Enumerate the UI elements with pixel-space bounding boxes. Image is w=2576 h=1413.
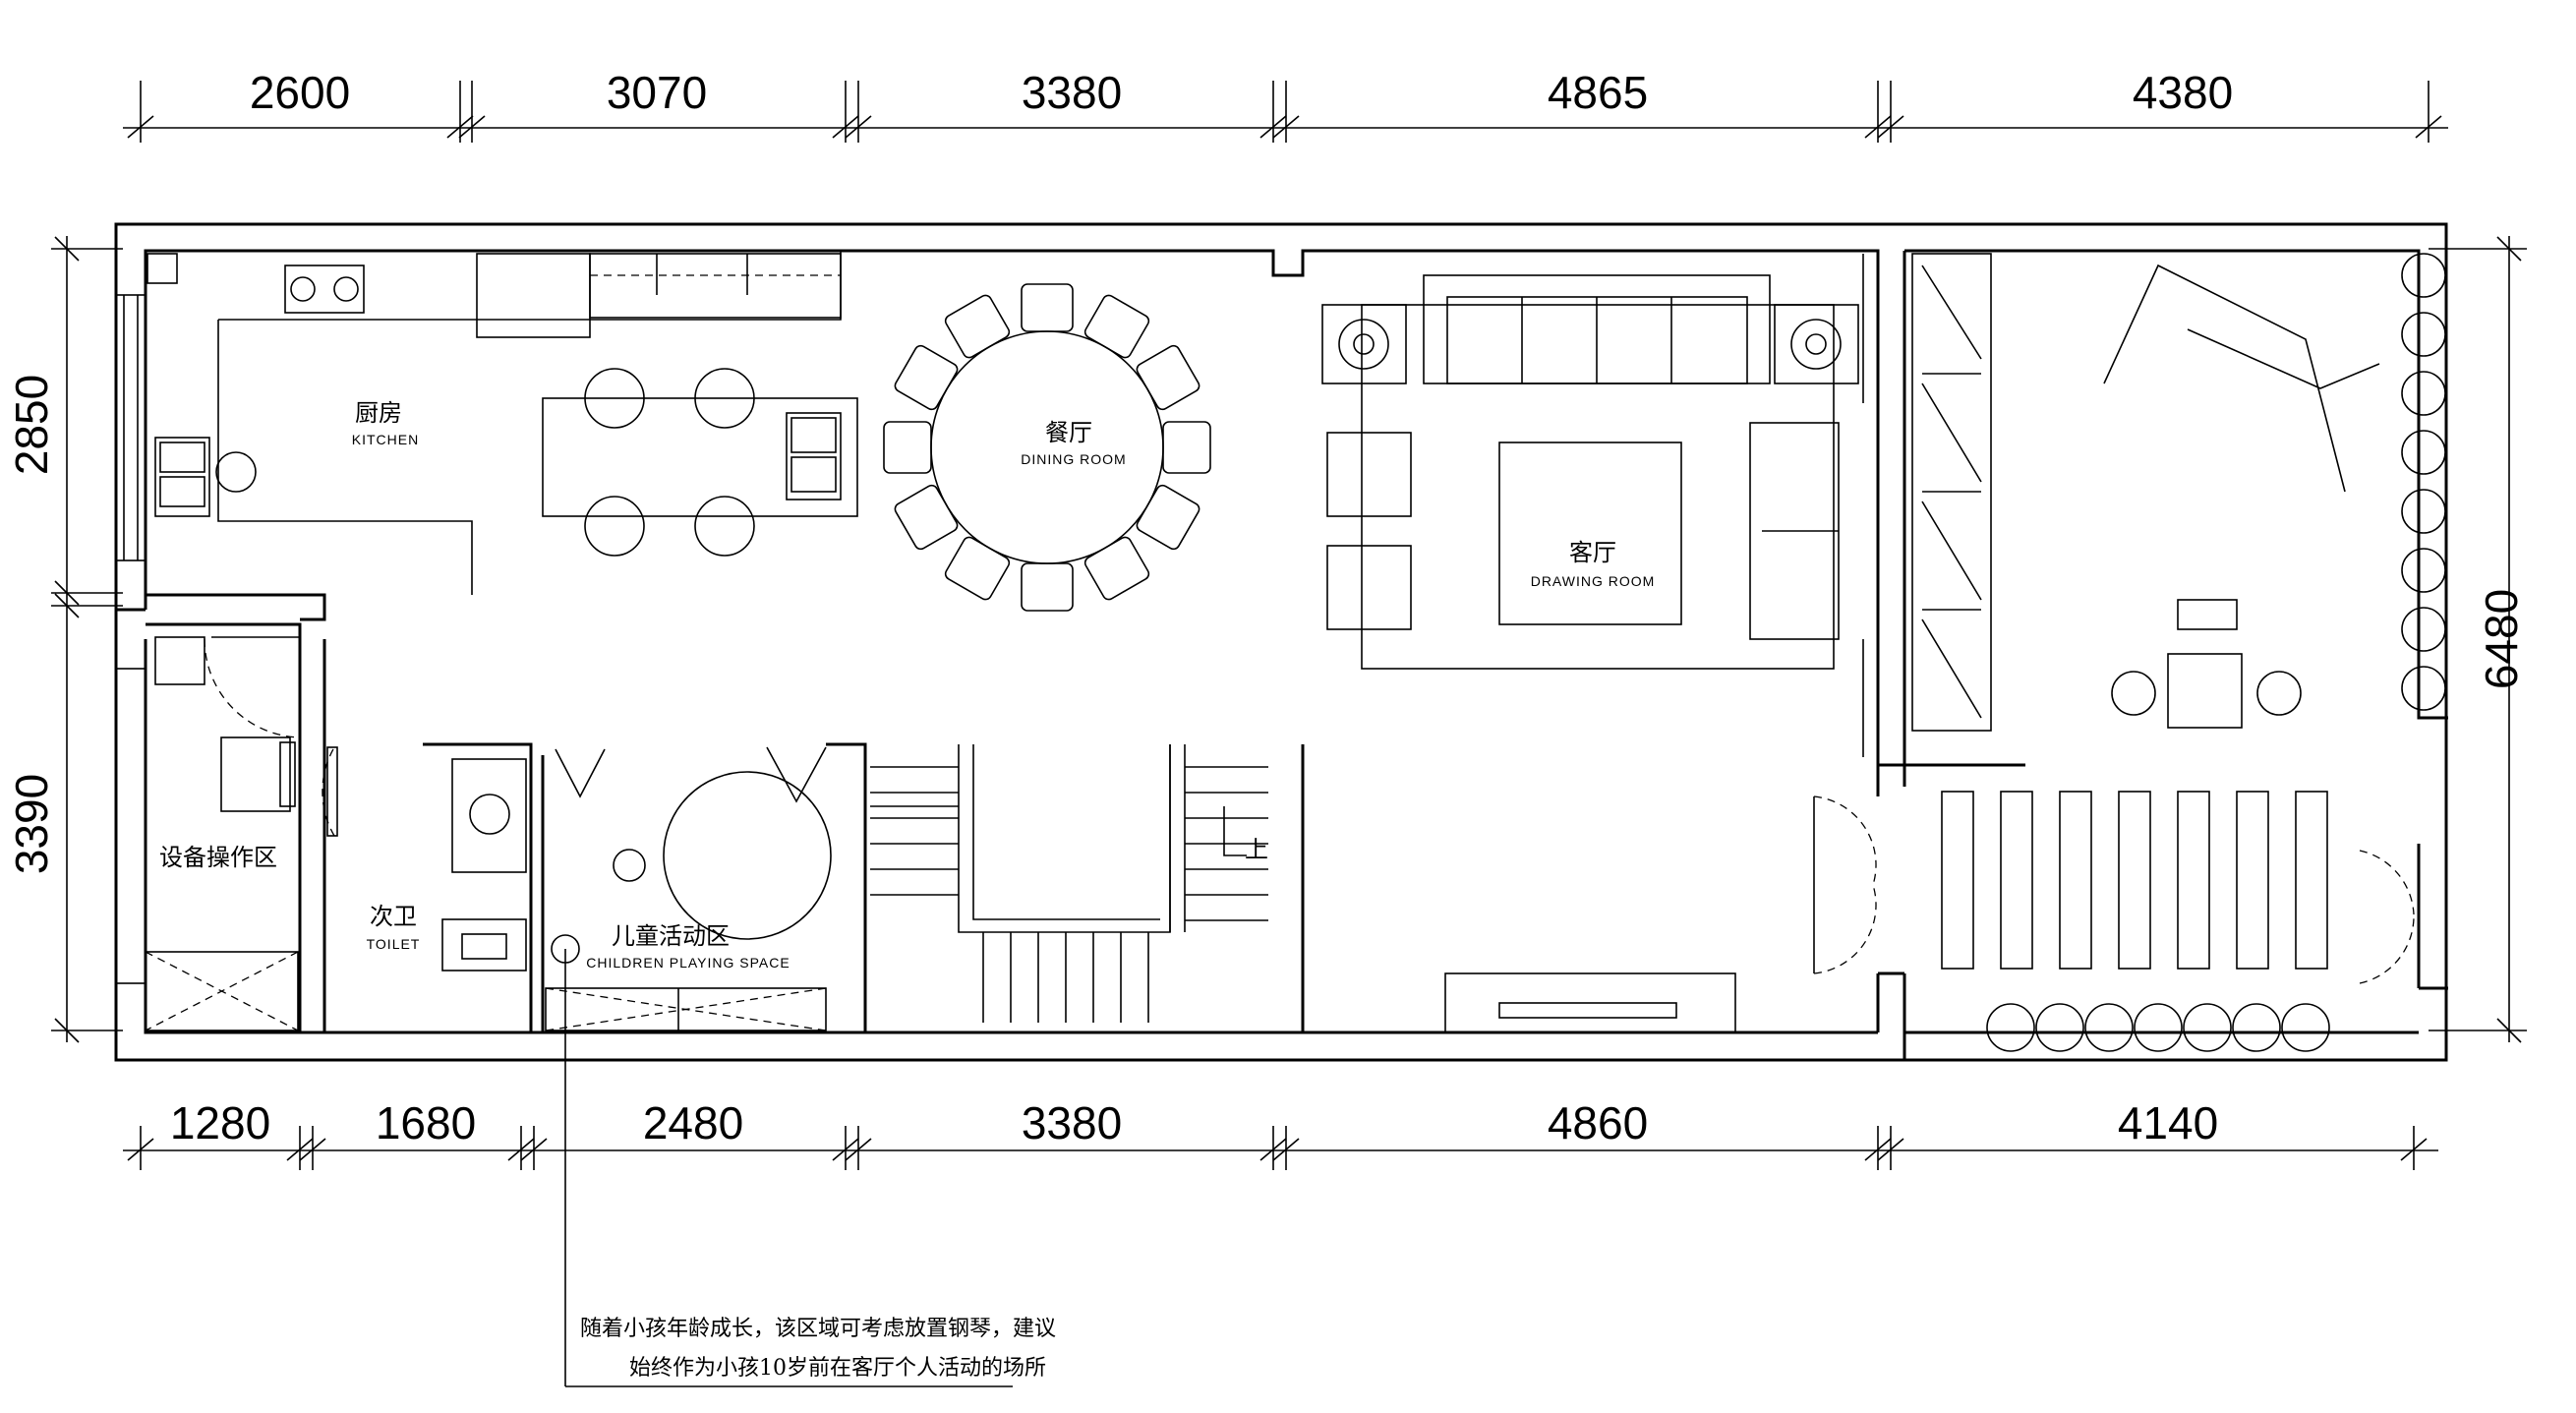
dining-chair xyxy=(894,484,959,551)
plant-icon xyxy=(2035,1003,2084,1052)
deck-board xyxy=(2177,791,2210,970)
drawing-room-area: 客厅 DRAWING ROOM xyxy=(1321,254,1864,1033)
plant-icon xyxy=(2401,430,2446,475)
dining-chair xyxy=(944,536,1011,601)
dining-chair xyxy=(1021,562,1074,612)
note-line-1: 随着小孩年龄成长，该区域可考虑放置钢琴，建议 xyxy=(580,1317,1056,1341)
plant-icon xyxy=(1986,1003,2035,1052)
deck-board xyxy=(2236,791,2269,970)
dimension-texts: 2600 3070 3380 4865 4380 1280 1680 2480 … xyxy=(6,67,2527,1148)
walls xyxy=(114,222,2448,1062)
dining-chair xyxy=(1021,283,1074,332)
dim-top-4: 4865 xyxy=(1548,67,1648,118)
plant-icon xyxy=(2183,1003,2232,1052)
dining-chair xyxy=(894,344,959,411)
stair-up-label: 上 xyxy=(1245,836,1268,863)
kitchen-label-cn: 厨房 xyxy=(355,399,402,427)
dining-chair xyxy=(883,421,932,474)
children-label-en: CHILDREN PLAYING SPACE xyxy=(586,955,790,971)
dim-right-1: 6480 xyxy=(2476,589,2527,689)
deck-board xyxy=(2000,791,2033,970)
plant-icon xyxy=(2084,1003,2134,1052)
plant-icon xyxy=(2401,253,2446,298)
plant-icon xyxy=(2281,1003,2330,1052)
dim-top-5: 4380 xyxy=(2133,67,2233,118)
deck-board xyxy=(2059,791,2092,970)
stairs-area: 上 xyxy=(870,744,1268,1023)
plant-icon xyxy=(2401,607,2446,652)
dining-area: 餐厅 DINING ROOM xyxy=(883,283,1211,612)
dim-top-3: 3380 xyxy=(1022,67,1122,118)
equipment-label: 设备操作区 xyxy=(159,844,277,871)
service-rooms: 设备操作区 次卫 TOILET 儿童活动区 CHILDREN PLAYING S… xyxy=(145,636,832,1031)
kitchen-label-en: KITCHEN xyxy=(352,432,419,447)
toilet-label-en: TOILET xyxy=(367,936,421,952)
openings xyxy=(115,294,2415,984)
dim-bottom-4: 3380 xyxy=(1022,1097,1122,1148)
dim-left-1: 2850 xyxy=(6,375,57,475)
deck-board xyxy=(2118,791,2151,970)
dimension-lines xyxy=(51,81,2527,1170)
drawing-label-cn: 客厅 xyxy=(1569,539,1616,566)
dim-top-1: 2600 xyxy=(250,67,350,118)
dining-chair xyxy=(1136,484,1200,551)
drawing-label-en: DRAWING ROOM xyxy=(1531,573,1656,589)
balcony-area xyxy=(1911,253,2446,1052)
dim-top-2: 3070 xyxy=(607,67,707,118)
deck-board xyxy=(2295,791,2328,970)
dining-chair xyxy=(944,294,1011,359)
dim-bottom-6: 4140 xyxy=(2118,1097,2218,1148)
plant-icon xyxy=(2232,1003,2281,1052)
dining-chair xyxy=(1162,421,1211,474)
plant-icon xyxy=(2401,666,2446,711)
plant-icon xyxy=(2401,489,2446,534)
design-note: 随着小孩年龄成长，该区域可考虑放置钢琴，建议 始终作为小孩10岁前在客厅个人活动… xyxy=(564,949,1056,1387)
dining-label-en: DINING ROOM xyxy=(1021,451,1126,467)
note-line-2: 始终作为小孩10岁前在客厅个人活动的场所 xyxy=(629,1356,1046,1381)
plant-icon xyxy=(2401,548,2446,593)
dining-label-cn: 餐厅 xyxy=(1045,419,1092,446)
dim-bottom-3: 2480 xyxy=(643,1097,743,1148)
dining-chair xyxy=(1136,344,1200,411)
dim-bottom-2: 1680 xyxy=(376,1097,476,1148)
plant-icon xyxy=(2134,1003,2183,1052)
deck-board xyxy=(1941,791,1974,970)
dim-bottom-1: 1280 xyxy=(170,1097,270,1148)
dim-left-2: 3390 xyxy=(6,774,57,874)
dining-chair xyxy=(1083,294,1150,359)
children-label-cn: 儿童活动区 xyxy=(612,922,730,950)
kitchen-area: 厨房 KITCHEN xyxy=(146,251,858,595)
plant-icon xyxy=(2401,371,2446,416)
dining-chair xyxy=(1083,536,1150,601)
dim-bottom-5: 4860 xyxy=(1548,1097,1648,1148)
plant-icon xyxy=(2401,312,2446,357)
toilet-label-cn: 次卫 xyxy=(370,903,417,930)
